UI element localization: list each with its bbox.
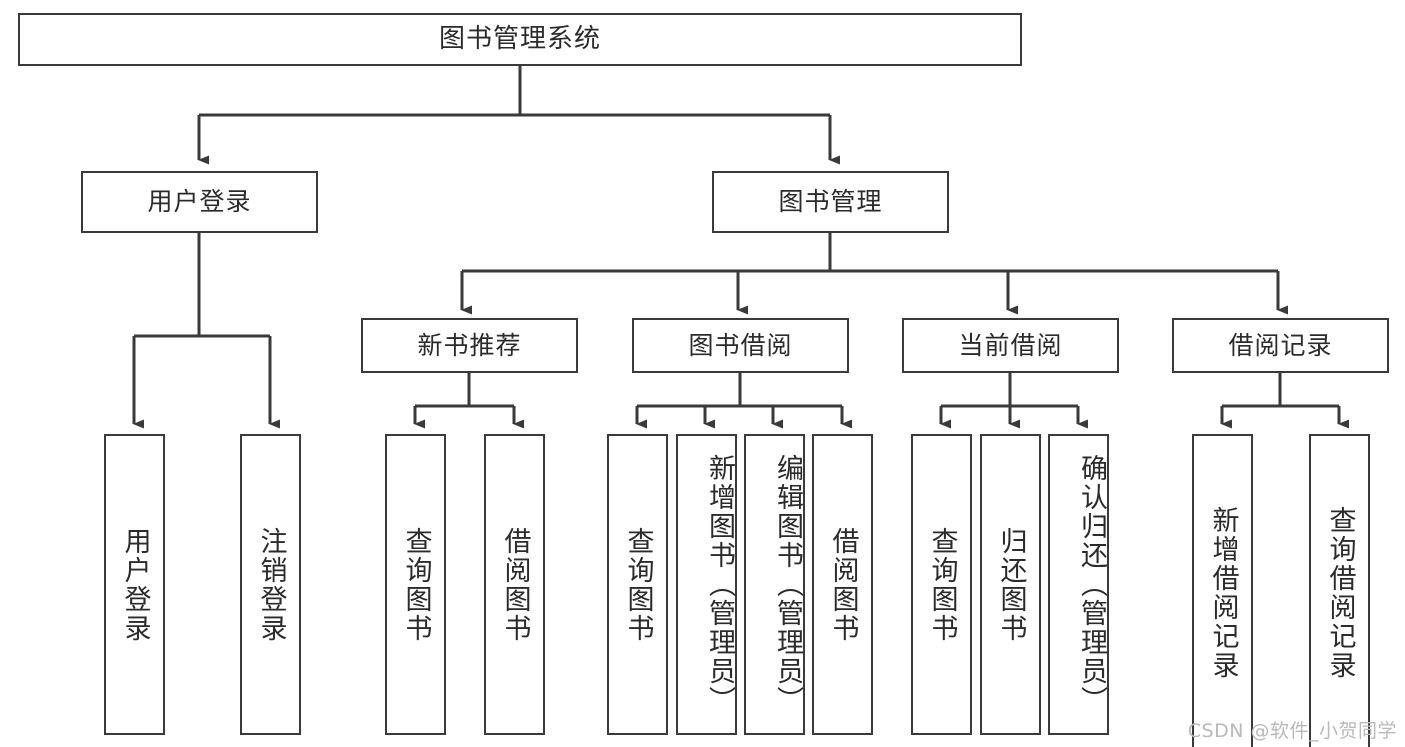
leaf-br-add-record[interactable]: 新增借阅记录 xyxy=(1192,434,1253,747)
leaf-user-login[interactable]: 用户登录 xyxy=(104,434,165,735)
node-current-borrow-label: 当前借阅 xyxy=(958,330,1063,360)
leaf-user-login-label: 用户登录 xyxy=(119,526,151,643)
leaf-cb-confirm-return-admin-label: 确认归还（管理员） xyxy=(1076,454,1107,715)
node-book-management-label: 图书管理 xyxy=(778,187,883,217)
leaf-br-query-record[interactable]: 查询借阅记录 xyxy=(1309,434,1370,747)
node-current-borrow[interactable]: 当前借阅 xyxy=(902,318,1119,373)
node-new-book-recommend-label: 新书推荐 xyxy=(417,330,522,360)
node-book-management[interactable]: 图书管理 xyxy=(712,171,949,233)
leaf-bb-edit-book-admin-label: 编辑图书（管理员） xyxy=(772,454,803,715)
leaf-nb-query-book[interactable]: 查询图书 xyxy=(385,434,446,735)
node-book-borrow-label: 图书借阅 xyxy=(688,330,793,360)
leaf-cb-return-book[interactable]: 归还图书 xyxy=(980,434,1041,735)
node-root-label: 图书管理系统 xyxy=(438,24,601,55)
leaf-cb-return-book-label: 归还图书 xyxy=(995,526,1027,643)
leaf-bb-borrow-book[interactable]: 借阅图书 xyxy=(812,434,873,735)
leaf-bb-add-book-admin[interactable]: 新增图书（管理员） xyxy=(676,434,737,735)
leaf-bb-query-book[interactable]: 查询图书 xyxy=(607,434,668,735)
leaf-bb-edit-book-admin[interactable]: 编辑图书（管理员） xyxy=(744,434,805,735)
leaf-nb-query-book-label: 查询图书 xyxy=(400,526,432,643)
node-new-book-recommend[interactable]: 新书推荐 xyxy=(361,318,578,373)
leaf-cb-query-book[interactable]: 查询图书 xyxy=(911,434,972,735)
leaf-logout-label: 注销登录 xyxy=(255,526,287,643)
watermark: CSDN @软件_小贺同学 xyxy=(1188,716,1397,743)
leaf-nb-borrow-book[interactable]: 借阅图书 xyxy=(484,434,545,735)
node-user-login-label: 用户登录 xyxy=(147,187,252,217)
leaf-bb-query-book-label: 查询图书 xyxy=(622,526,654,643)
leaf-br-query-record-label: 查询借阅记录 xyxy=(1324,506,1356,680)
leaf-cb-confirm-return-admin[interactable]: 确认归还（管理员） xyxy=(1048,434,1109,735)
leaf-cb-query-book-label: 查询图书 xyxy=(926,526,958,643)
watermark-text: CSDN @软件_小贺同学 xyxy=(1187,720,1397,742)
node-root-book-management-system[interactable]: 图书管理系统 xyxy=(18,13,1022,66)
node-user-login[interactable]: 用户登录 xyxy=(81,171,318,233)
leaf-bb-borrow-book-label: 借阅图书 xyxy=(827,526,859,643)
node-borrow-record[interactable]: 借阅记录 xyxy=(1172,318,1389,373)
node-borrow-record-label: 借阅记录 xyxy=(1228,330,1333,360)
leaf-br-add-record-label: 新增借阅记录 xyxy=(1207,506,1239,680)
node-book-borrow[interactable]: 图书借阅 xyxy=(632,318,849,373)
leaf-nb-borrow-book-label: 借阅图书 xyxy=(499,526,531,643)
leaf-logout[interactable]: 注销登录 xyxy=(240,434,301,735)
leaf-bb-add-book-admin-label: 新增图书（管理员） xyxy=(704,454,735,715)
